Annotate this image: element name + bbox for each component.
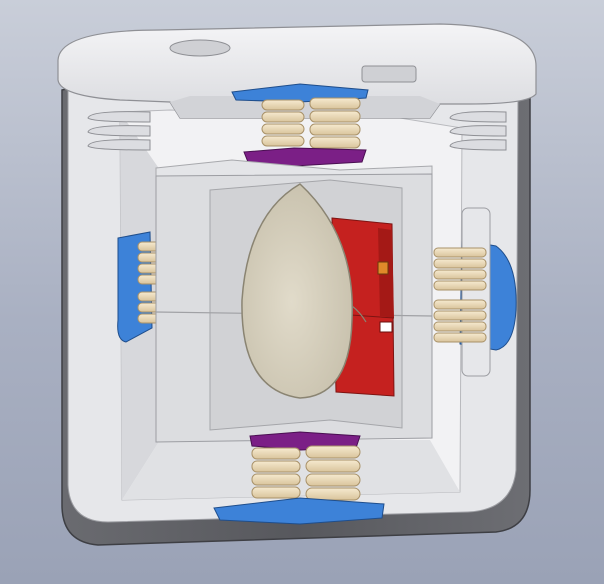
egg-crack xyxy=(351,305,367,323)
right-spring-stack xyxy=(433,247,487,343)
lid-step xyxy=(170,96,440,118)
bottom-spring-stack xyxy=(251,445,361,501)
right-side-tab xyxy=(461,207,491,377)
egg-sample xyxy=(241,183,354,399)
left-spring-stack xyxy=(137,241,161,324)
lid-top-hole xyxy=(169,39,231,57)
right-thread xyxy=(449,111,507,151)
left-thread xyxy=(87,111,151,151)
bottom-blue-bracket xyxy=(213,497,385,525)
lid-slot xyxy=(361,65,417,83)
top-spring-stack xyxy=(261,97,361,149)
